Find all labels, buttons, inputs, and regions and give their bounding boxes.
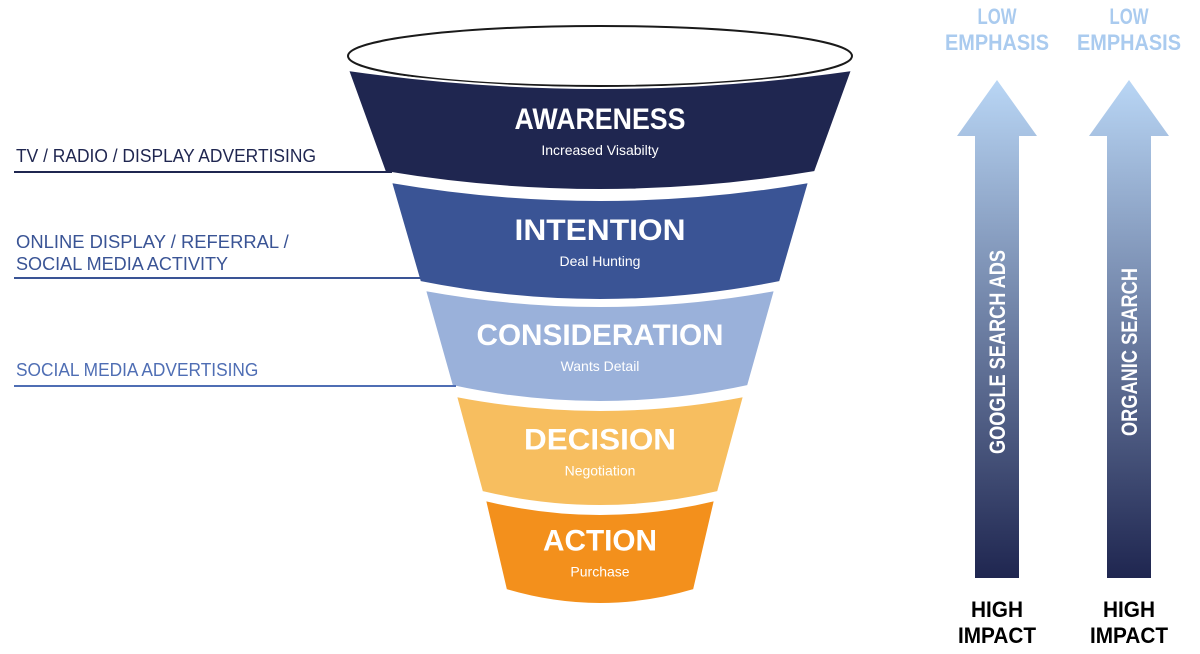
channel-label-1: TV / RADIO / DISPLAY ADVERTISING [14, 146, 392, 173]
channel-label-text: ONLINE DISPLAY / REFERRAL / [16, 232, 289, 252]
up-arrow-icon [957, 80, 1037, 578]
channel-label-3: SOCIAL MEDIA ADVERTISING [14, 360, 456, 387]
funnel-stage-action: ACTION Purchase [483, 498, 717, 605]
funnel-stage-band [389, 180, 811, 301]
funnel-stage-title: CONSIDERATION [477, 319, 724, 352]
funnel-stage-band [346, 68, 854, 191]
funnel-stage-band [423, 288, 777, 403]
funnel-stage-title: AWARENESS [515, 103, 686, 136]
funnel-stage-subtitle: Purchase [570, 564, 629, 580]
funnel-stage-band [483, 498, 717, 605]
funnel-stage-subtitle: Negotiation [565, 463, 636, 479]
funnel-stage-intention: INTENTION Deal Hunting [389, 180, 811, 301]
arrow-label: ORGANIC SEARCH [1117, 268, 1142, 436]
channel-label-text: SOCIAL MEDIA ADVERTISING [16, 360, 258, 380]
funnel-stage-title: ACTION [543, 525, 657, 558]
funnel-stage-subtitle: Wants Detail [561, 358, 640, 374]
channel-label-text: TV / RADIO / DISPLAY ADVERTISING [16, 146, 316, 166]
arrow-label: GOOGLE SEARCH ADS [985, 250, 1010, 454]
funnel-stage-subtitle: Increased Visabilty [541, 142, 658, 158]
low-emphasis-label: LOW [1110, 4, 1149, 29]
funnel-stage-title: INTENTION [515, 214, 686, 247]
funnel-stage-decision: DECISION Negotiation [454, 394, 746, 507]
funnel-stage-awareness: AWARENESS Increased Visabilty [346, 68, 854, 191]
funnel-stage-band [454, 394, 746, 507]
channel-label-2: ONLINE DISPLAY / REFERRAL /SOCIAL MEDIA … [14, 232, 422, 279]
low-emphasis-label: LOW [978, 4, 1017, 29]
high-impact-label: HIGH [1103, 597, 1155, 622]
funnel-stage-title: DECISION [524, 424, 676, 457]
funnel-stage-subtitle: Deal Hunting [560, 253, 641, 269]
channel-label-text: SOCIAL MEDIA ACTIVITY [16, 254, 228, 274]
funnel-stage-consideration: CONSIDERATION Wants Detail [423, 288, 777, 403]
low-emphasis-label: EMPHASIS [945, 30, 1049, 55]
high-impact-label: IMPACT [1090, 623, 1169, 648]
high-impact-label: IMPACT [958, 623, 1037, 648]
up-arrow-icon [1089, 80, 1169, 578]
high-impact-label: HIGH [971, 597, 1023, 622]
low-emphasis-label: EMPHASIS [1077, 30, 1181, 55]
funnel-rim [347, 25, 853, 87]
